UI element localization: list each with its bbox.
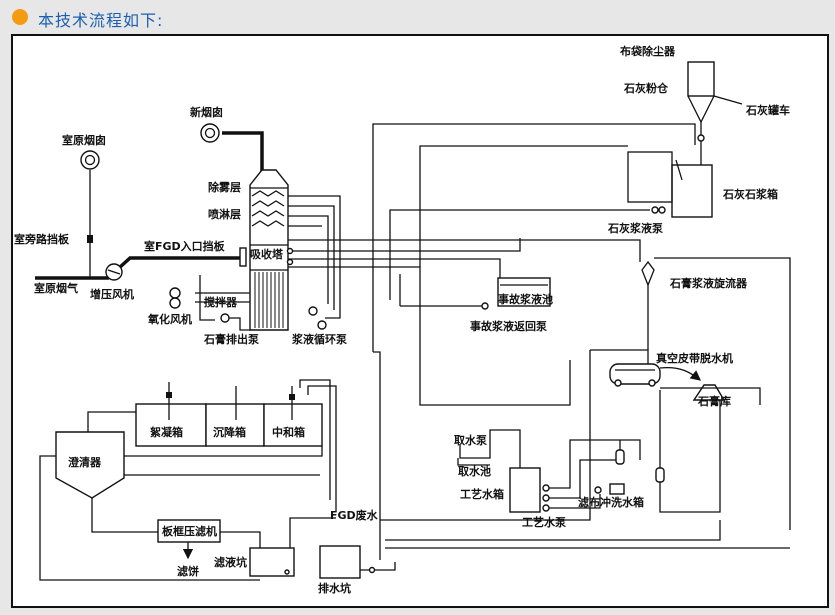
label-process-pump: 工艺水泵: [522, 515, 566, 529]
label-drain-pit: 排水坑: [318, 581, 351, 595]
label-lime-slurry-tank: 石灰石浆箱: [722, 187, 778, 201]
page-title: 本技术流程如下:: [38, 11, 164, 30]
agitator-pump-icon: [220, 313, 230, 323]
header-bar: 本技术流程如下:: [0, 0, 835, 34]
absorber-tower: [239, 169, 289, 331]
clarifier: [55, 431, 125, 499]
label-water-pump: 取水泵: [454, 433, 487, 447]
booster-fan-icon: [105, 263, 123, 281]
label-water-pool: 取水池: [458, 464, 491, 478]
label-fgd-inlet-damper: 室FGD入口挡板: [144, 239, 226, 253]
label-booster-fan: 增压风机: [90, 287, 134, 301]
label-filter-cake: 滤饼: [177, 564, 199, 578]
label-hydrocyclone: 石膏浆液旋流器: [669, 276, 748, 290]
label-gypsum-pump: 石膏排出泵: [203, 332, 259, 346]
filtrate-pit: [249, 547, 295, 577]
label-oxidation-fan: 氧化风机: [147, 312, 192, 326]
label-emergency-return-pump: 事故浆液返回泵: [470, 319, 547, 333]
label-process-tank: 工艺水箱: [460, 487, 504, 501]
oxidation-fan-icon: [169, 287, 181, 309]
label-demister: 除雾层: [208, 180, 241, 194]
label-new-chimney: 新烟囱: [190, 105, 223, 119]
process-water-tank: [509, 467, 550, 513]
circulation-pump-icon: [308, 306, 318, 316]
label-filter-wash: 滤布冲洗水箱: [578, 495, 644, 509]
bullet-icon: [12, 9, 28, 25]
orig-chimney-icon: [80, 150, 100, 170]
vacuum-belt-filter: [609, 363, 661, 387]
drain-pit: [319, 545, 396, 579]
label-lime-slurry-pump: 石灰浆液泵: [607, 221, 663, 235]
label-orig-chimney: 室原烟囱: [62, 133, 106, 147]
label-bypass-damper: 室旁路挡板: [14, 232, 70, 246]
label-absorber: 吸收塔: [250, 247, 284, 261]
label-orig-flue-gas: 室原烟气: [34, 281, 78, 295]
filter-press: [157, 519, 221, 543]
label-fgd-wastewater: FGD废水: [330, 508, 379, 522]
label-gypsum-store: 石膏库: [697, 394, 731, 408]
label-lime-silo: 石灰粉仓: [623, 81, 669, 95]
label-agitator: 搅拌器: [204, 295, 238, 309]
label-neutralization: 中和箱: [272, 425, 305, 439]
label-flocculation: 絮凝箱: [150, 425, 183, 439]
new-chimney-icon: [200, 123, 220, 143]
label-lime-tanker: 石灰罐车: [745, 103, 790, 117]
label-filter-press: 板框压滤机: [162, 524, 217, 538]
label-emergency-tank: 事故浆液池: [498, 292, 553, 306]
label-spray: 喷淋层: [208, 207, 241, 221]
label-bag-filter: 布袋除尘器: [620, 44, 676, 58]
label-filtrate-pit: 滤液坑: [214, 555, 247, 569]
emergency-tank: [497, 277, 551, 307]
lime-silo: [687, 61, 743, 165]
lime-slurry-tank: [627, 151, 713, 218]
label-circulation-pump: 浆液循环泵: [292, 332, 347, 346]
label-settling: 沉降箱: [213, 425, 246, 439]
label-clarifier: 澄清器: [68, 455, 102, 469]
label-vacuum-belt: 真空皮带脱水机: [656, 351, 733, 365]
treatment-tanks: [135, 382, 323, 447]
